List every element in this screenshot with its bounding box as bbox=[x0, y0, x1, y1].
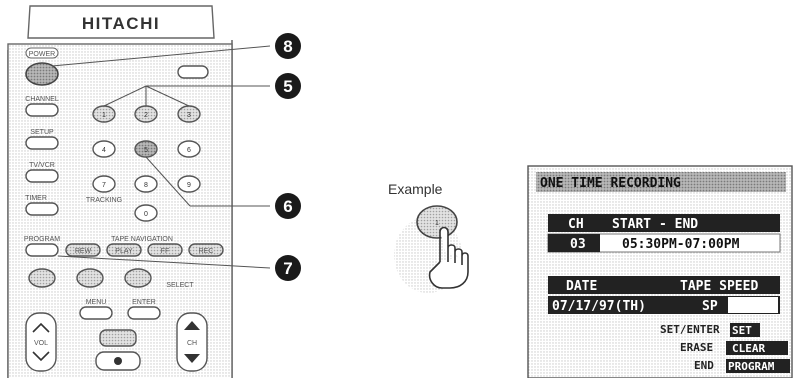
timer-label: TIMER bbox=[25, 195, 47, 202]
osd-date-header: DATE bbox=[566, 279, 597, 294]
example-label: Example bbox=[388, 181, 443, 197]
tv-vcr-label: TV/VCR bbox=[29, 162, 55, 169]
remote-control: HITACHI POWER CHANNEL SETUP TV/VCR TIMER bbox=[8, 6, 270, 378]
osd-speed-header: TAPE SPEED bbox=[680, 279, 758, 294]
key-3-label: 3 bbox=[187, 112, 191, 119]
setup-label: SETUP bbox=[30, 129, 54, 136]
program-label: PROGRAM bbox=[24, 236, 60, 243]
callout-8: 8 bbox=[275, 33, 301, 59]
key-4-label: 4 bbox=[102, 147, 106, 154]
osd-screen: ONE TIME RECORDING CH START - END 03 05:… bbox=[528, 166, 792, 378]
key-6-label: 6 bbox=[187, 147, 191, 154]
center-selector[interactable] bbox=[100, 330, 136, 346]
key-7-label: 7 bbox=[102, 182, 106, 189]
select-label: SELECT bbox=[166, 282, 194, 289]
channel-button[interactable] bbox=[26, 104, 58, 116]
osd-foot-value-1: SET bbox=[732, 324, 752, 337]
tape-navigation-label: TAPE NAVIGATION bbox=[111, 236, 173, 243]
osd-foot-key-2: ERASE bbox=[680, 341, 713, 354]
menu-label: MENU bbox=[86, 299, 107, 306]
osd-title: ONE TIME RECORDING bbox=[540, 176, 681, 191]
brand-logo: HITACHI bbox=[82, 14, 160, 33]
rewind-label: REW bbox=[75, 248, 92, 255]
osd-date-value: 07/17/97(TH) bbox=[552, 299, 646, 314]
small-oval-button[interactable] bbox=[178, 66, 208, 78]
key-8-label: 8 bbox=[144, 182, 148, 189]
osd-foot-key-3: END bbox=[694, 359, 714, 372]
osd-ch-value: 03 bbox=[570, 237, 586, 252]
key-0-label: 0 bbox=[144, 211, 148, 218]
callout-5: 5 bbox=[275, 73, 301, 99]
round-button-a[interactable] bbox=[29, 269, 55, 287]
power-label: POWER bbox=[29, 51, 55, 58]
key-5-label: 5 bbox=[144, 147, 148, 154]
menu-button[interactable] bbox=[80, 307, 112, 319]
osd-time-value: 05:30PM-07:00PM bbox=[622, 237, 740, 252]
callout-6: 6 bbox=[275, 193, 301, 219]
callout-7: 7 bbox=[275, 255, 301, 281]
play-label: PLAY bbox=[115, 248, 133, 255]
round-button-b[interactable] bbox=[77, 269, 103, 287]
key-2-label: 2 bbox=[144, 112, 148, 119]
osd-speed-value: SP bbox=[702, 299, 718, 314]
example-key-label: 1 bbox=[435, 220, 439, 227]
key-1-label: 1 bbox=[102, 112, 106, 119]
callout-7-label: 7 bbox=[283, 259, 292, 278]
osd-ch-header: CH bbox=[568, 217, 584, 232]
callout-6-label: 6 bbox=[283, 197, 292, 216]
ch-label: CH bbox=[187, 340, 197, 347]
callout-8-label: 8 bbox=[283, 37, 292, 56]
round-button-c[interactable] bbox=[125, 269, 151, 287]
record-label: REC bbox=[199, 248, 214, 255]
vol-label: VOL bbox=[34, 340, 48, 347]
osd-foot-value-3: PROGRAM bbox=[728, 360, 775, 373]
program-button[interactable] bbox=[26, 244, 58, 256]
tv-vcr-button[interactable] bbox=[26, 170, 58, 182]
enter-button[interactable] bbox=[128, 307, 160, 319]
enter-label: ENTER bbox=[132, 299, 156, 306]
callout-5-label: 5 bbox=[283, 77, 292, 96]
example-illustration: Example 1 bbox=[388, 181, 468, 293]
setup-button[interactable] bbox=[26, 137, 58, 149]
timer-button[interactable] bbox=[26, 203, 58, 215]
tracking-label: TRACKING bbox=[86, 197, 122, 204]
fast-forward-label: FF bbox=[161, 248, 170, 255]
osd-foot-key-1: SET/ENTER bbox=[660, 323, 720, 336]
osd-time-header: START - END bbox=[612, 217, 698, 232]
key-9-label: 9 bbox=[187, 182, 191, 189]
channel-label: CHANNEL bbox=[25, 96, 59, 103]
osd-foot-value-2: CLEAR bbox=[732, 342, 765, 355]
